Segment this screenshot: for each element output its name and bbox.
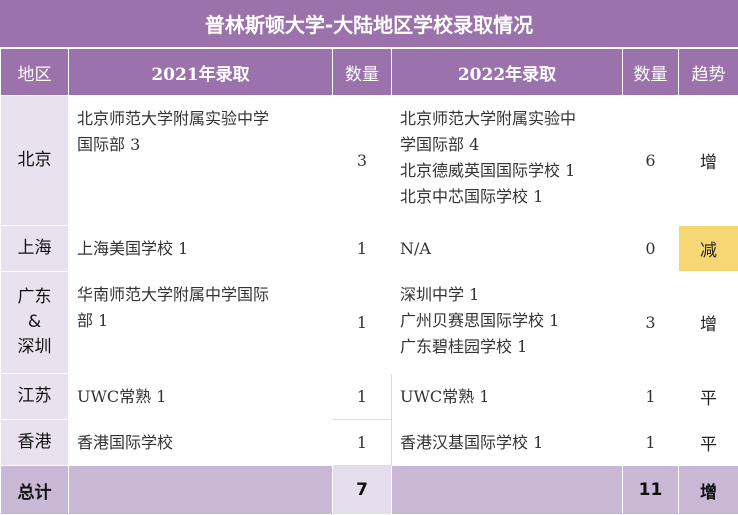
header-count-2021: 数量 (333, 49, 392, 96)
table-row: 广东 & 深圳 华南师范大学附属中学国际 部 1 1 深圳中学 1 广州贝赛思国… (1, 272, 738, 374)
header-row: 地区 2021年录取 数量 2022年录取 数量 趋势 (1, 49, 738, 96)
trend-cell-highlighted: 减 (679, 226, 738, 272)
region-label: 江苏 (1, 384, 68, 409)
school-line: 北京中芯国际学校 1 (400, 184, 614, 210)
count-2021-cell: 1 (333, 226, 392, 272)
school-line: 上海美国学校 1 (77, 236, 324, 262)
admissions-table: 地区 2021年录取 数量 2022年录取 数量 趋势 北京 北京师范大学附属实… (0, 48, 738, 515)
total-count-2021: 7 (333, 466, 392, 515)
region-label: 广东 (1, 285, 68, 310)
header-region: 地区 (1, 49, 69, 96)
region-cell: 上海 (1, 226, 69, 272)
total-label: 总计 (1, 466, 69, 515)
school-line: 部 1 (77, 308, 324, 334)
schools-2022-cell: N/A (392, 226, 623, 272)
trend-cell: 平 (679, 420, 738, 466)
header-trend: 趋势 (679, 49, 738, 96)
school-line: 华南师范大学附属中学国际 (77, 282, 324, 308)
count-2022-cell: 1 (623, 374, 679, 420)
header-2021: 2021年录取 (69, 49, 333, 96)
total-trend: 增 (679, 466, 738, 515)
count-2022-cell: 0 (623, 226, 679, 272)
header-count-2022: 数量 (623, 49, 679, 96)
count-2022-cell: 1 (623, 420, 679, 466)
schools-2021-cell: 上海美国学校 1 (69, 226, 333, 272)
schools-2021-cell: 北京师范大学附属实验中学 国际部 3 (69, 96, 333, 226)
schools-2022-cell: 香港汉基国际学校 1 (392, 420, 623, 466)
total-spacer-2021 (69, 466, 333, 515)
school-line: UWC常熟 1 (400, 384, 614, 410)
region-label: 上海 (1, 236, 68, 261)
region-label: 深圳 (1, 335, 68, 360)
count-2021-cell: 3 (333, 96, 392, 226)
trend-cell: 增 (679, 96, 738, 226)
school-line: 学国际部 4 (400, 132, 614, 158)
count-2022-cell: 6 (623, 96, 679, 226)
region-cell: 江苏 (1, 374, 69, 420)
school-line: 北京师范大学附属实验中 (400, 106, 614, 132)
school-line: 深圳中学 1 (400, 282, 614, 308)
total-count-2022: 11 (623, 466, 679, 515)
school-line: 香港国际学校 (77, 430, 324, 456)
schools-2021-cell: 香港国际学校 (69, 420, 333, 466)
table-row: 江苏 UWC常熟 1 1 UWC常熟 1 1 平 (1, 374, 738, 420)
region-cell: 广东 & 深圳 (1, 272, 69, 374)
region-cell: 北京 (1, 96, 69, 226)
trend-cell: 平 (679, 374, 738, 420)
count-2021-cell: 1 (333, 420, 392, 466)
school-line: UWC常熟 1 (77, 384, 324, 410)
region-label: 香港 (1, 430, 68, 455)
schools-2022-cell: UWC常熟 1 (392, 374, 623, 420)
table-row: 香港 香港国际学校 1 香港汉基国际学校 1 1 平 (1, 420, 738, 466)
school-line: 广州贝赛思国际学校 1 (400, 308, 614, 334)
total-spacer-2022 (392, 466, 623, 515)
schools-2022-cell: 深圳中学 1 广州贝赛思国际学校 1 广东碧桂园学校 1 (392, 272, 623, 374)
total-row: 总计 7 11 增 (1, 466, 738, 515)
region-label: & (1, 310, 68, 335)
table-row: 上海 上海美国学校 1 1 N/A 0 减 (1, 226, 738, 272)
table-title: 普林斯顿大学-大陆地区学校录取情况 (0, 0, 738, 48)
header-2022: 2022年录取 (392, 49, 623, 96)
table-row: 北京 北京师范大学附属实验中学 国际部 3 3 北京师范大学附属实验中 学国际部… (1, 96, 738, 226)
count-2021-cell: 1 (333, 272, 392, 374)
trend-cell: 增 (679, 272, 738, 374)
school-line: 广东碧桂园学校 1 (400, 334, 614, 360)
region-cell: 香港 (1, 420, 69, 466)
school-line: N/A (400, 236, 614, 262)
school-line: 北京师范大学附属实验中学 (77, 106, 324, 132)
schools-2021-cell: UWC常熟 1 (69, 374, 333, 420)
count-2021-cell: 1 (333, 374, 392, 420)
school-line: 香港汉基国际学校 1 (400, 430, 614, 456)
count-2022-cell: 3 (623, 272, 679, 374)
schools-2022-cell: 北京师范大学附属实验中 学国际部 4 北京德威英国国际学校 1 北京中芯国际学校… (392, 96, 623, 226)
region-label: 北京 (1, 148, 68, 173)
school-line: 国际部 3 (77, 132, 324, 158)
schools-2021-cell: 华南师范大学附属中学国际 部 1 (69, 272, 333, 374)
school-line: 北京德威英国国际学校 1 (400, 158, 614, 184)
